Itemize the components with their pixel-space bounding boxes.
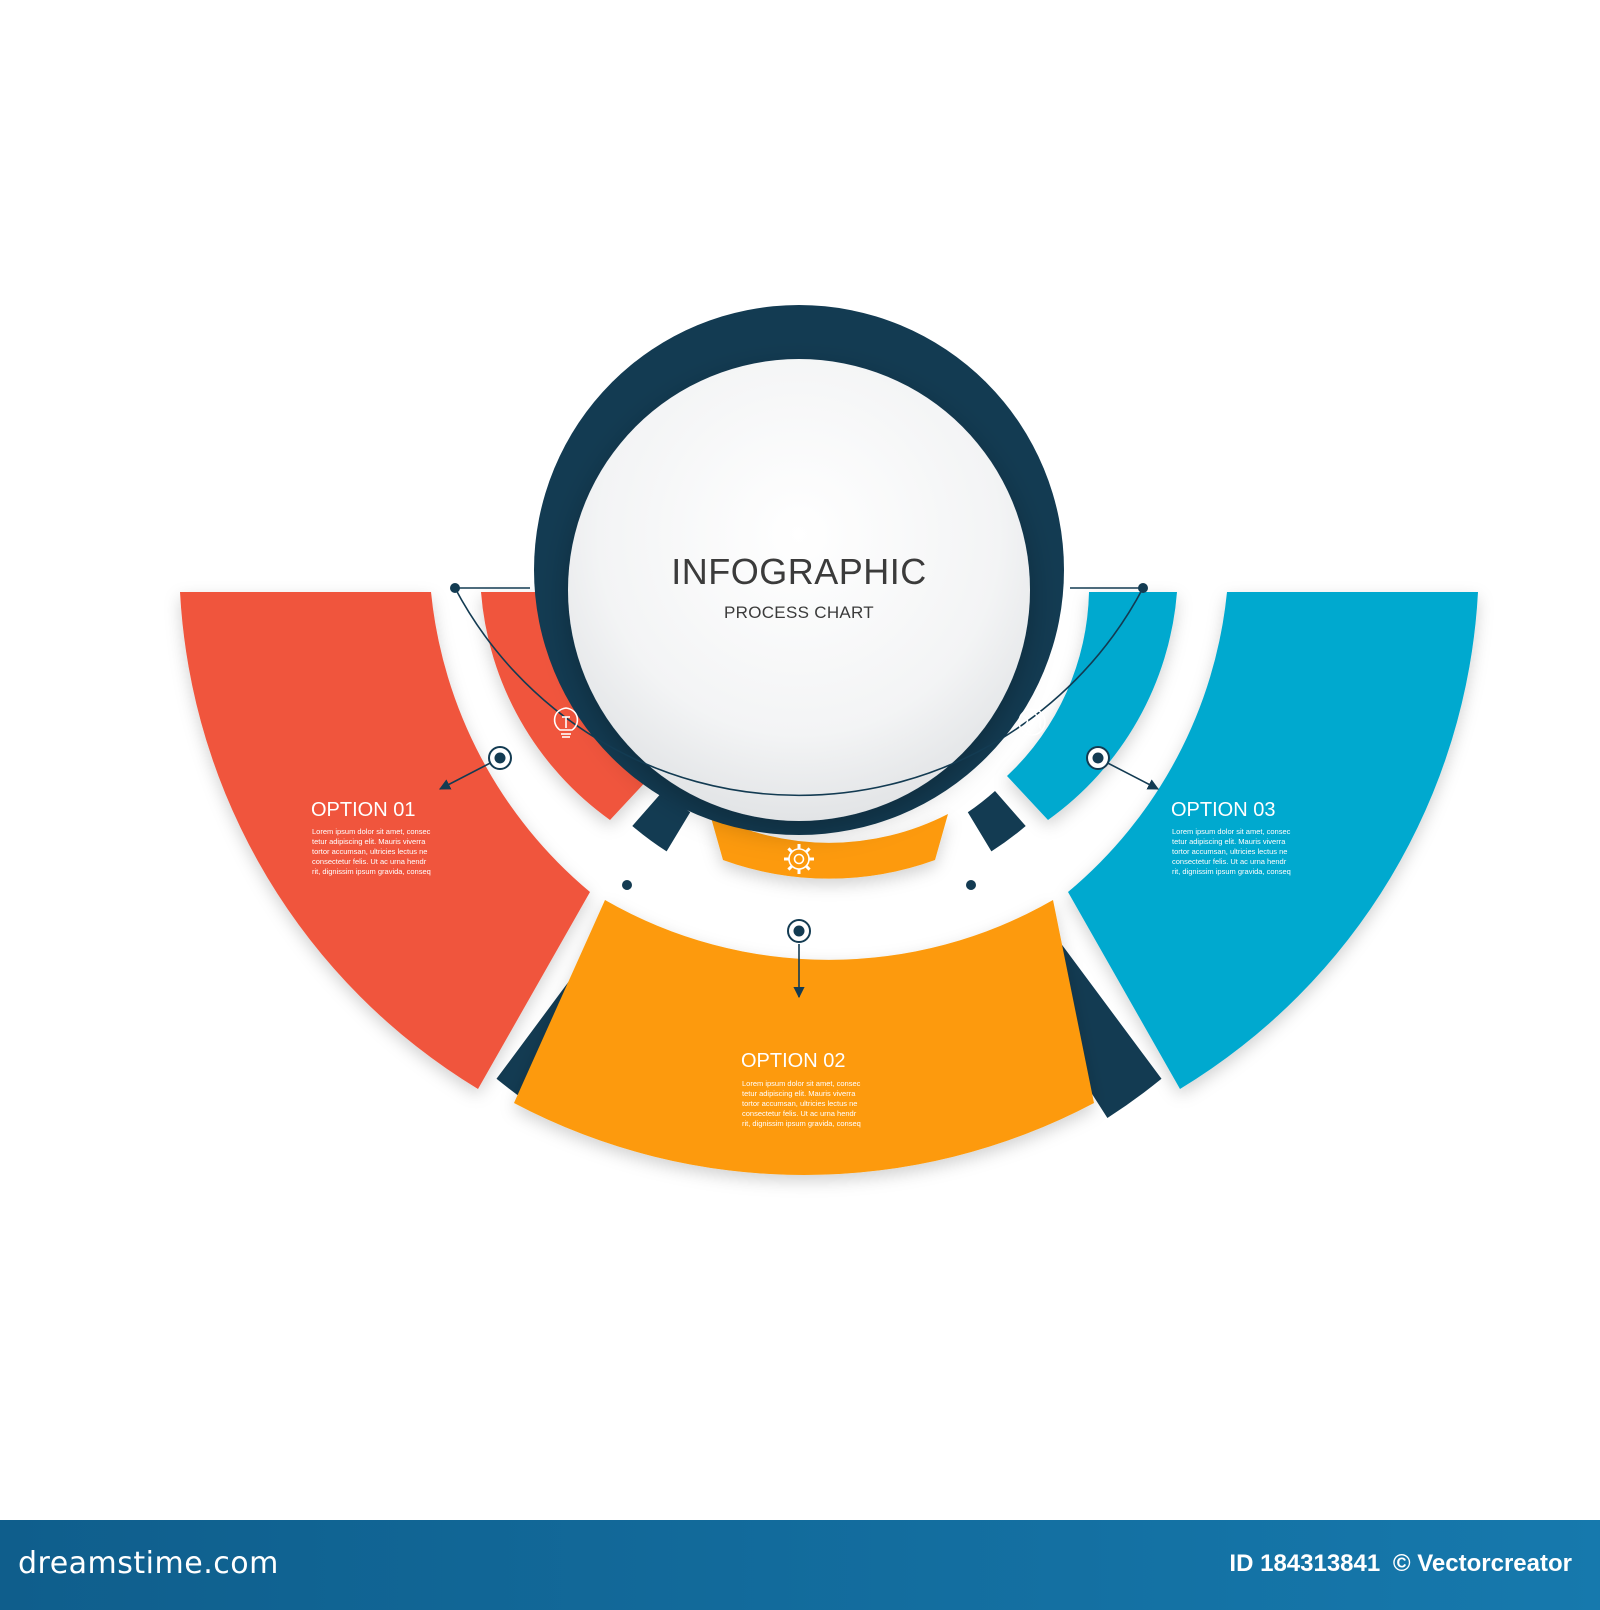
option-02-outer-segment	[514, 900, 1094, 1176]
option-02-description-line: rit, dignissim ipsum gravida, conseq	[742, 1119, 861, 1128]
option-02-description-line: tetur adipiscing elit. Mauris viverra	[742, 1089, 856, 1098]
option-03-inner-segment	[1007, 592, 1177, 820]
lightbulb-icon	[553, 707, 579, 738]
connector-nodes	[450, 583, 1148, 943]
node-ring-bottom	[787, 919, 811, 943]
option-01-outer-segment	[180, 592, 590, 1089]
option-03-label: OPTION 03	[1171, 799, 1275, 821]
node-dot-right-bottom	[966, 880, 976, 890]
node-dot-left-top	[450, 583, 460, 593]
option-03-description-line: Lorem ipsum dolor sit amet, consec	[1172, 827, 1291, 836]
node-dot-right-top	[1138, 583, 1148, 593]
option-03-description-line: tortor accumsan, ultricies lectus ne	[1172, 847, 1287, 856]
option-03-textblock: OPTION 03 Lorem ipsum dolor sit amet, co…	[1171, 799, 1292, 876]
globe-icon	[1018, 708, 1046, 736]
connector-arc	[454, 587, 1144, 797]
option-01-inner-segment	[481, 592, 651, 820]
outer-segments	[180, 592, 1478, 1176]
center-title: INFOGRAPHIC	[671, 551, 927, 592]
option-02-label: OPTION 02	[741, 1050, 845, 1072]
process-chart-diagram: INFOGRAPHIC PROCESS CHART	[180, 305, 1478, 1176]
footer-copyright: © Vectorcreator	[1392, 1550, 1572, 1577]
option-02-description-line: tortor accumsan, ultricies lectus ne	[742, 1099, 857, 1108]
footer-brand: dreamstime.com	[18, 1546, 279, 1581]
option-01-description-line: Lorem ipsum dolor sit amet, consec	[312, 827, 431, 836]
option-01-description-line: tetur adipiscing elit. Mauris viverra	[312, 837, 426, 846]
center-disc	[568, 359, 1030, 821]
node-ring-left	[488, 746, 512, 770]
option-01-label: OPTION 01	[311, 799, 415, 821]
option-02-textblock: OPTION 02 Lorem ipsum dolor sit amet, co…	[741, 1050, 862, 1128]
option-02-description: Lorem ipsum dolor sit amet, consec tetur…	[742, 1079, 862, 1128]
option-03-description: Lorem ipsum dolor sit amet, consec tetur…	[1172, 827, 1292, 876]
gear-icon	[784, 844, 814, 874]
option-02-description-line: Lorem ipsum dolor sit amet, consec	[742, 1079, 861, 1088]
center-subtitle: PROCESS CHART	[724, 603, 874, 622]
footer-banner: dreamstime.com ID 184313841 © Vectorcrea…	[0, 1520, 1600, 1610]
option-03-description-line: consectetur felis. Ut ac urna hendr	[1172, 857, 1287, 866]
option-01-textblock: OPTION 01 Lorem ipsum dolor sit amet, co…	[311, 799, 432, 876]
inner-socket-right	[967, 791, 1026, 852]
footer-credit: ID 184313841 © Vectorcreator	[1223, 1550, 1572, 1578]
option-02-description-line: consectetur felis. Ut ac urna hendr	[742, 1109, 857, 1118]
connector-lines	[439, 587, 1159, 999]
inner-socket-left	[632, 791, 691, 852]
inner-segments	[481, 592, 1177, 879]
footer-image-id: ID 184313841	[1229, 1550, 1381, 1577]
option-03-description-line: tetur adipiscing elit. Mauris viverra	[1172, 837, 1286, 846]
option-02-inner-segment	[710, 814, 948, 879]
option-03-outer-segment	[1068, 592, 1478, 1089]
center-circle: INFOGRAPHIC PROCESS CHART	[534, 305, 1064, 835]
option-01-description-line: consectetur felis. Ut ac urna hendr	[312, 857, 427, 866]
node-ring-right	[1086, 746, 1110, 770]
node-dot-left-bottom	[622, 880, 632, 890]
option-01-description-line: rit, dignissim ipsum gravida, conseq	[312, 867, 431, 876]
option-03-description-line: rit, dignissim ipsum gravida, conseq	[1172, 867, 1291, 876]
option-01-description-line: tortor accumsan, ultricies lectus ne	[312, 847, 427, 856]
option-01-description: Lorem ipsum dolor sit amet, consec tetur…	[312, 827, 432, 876]
